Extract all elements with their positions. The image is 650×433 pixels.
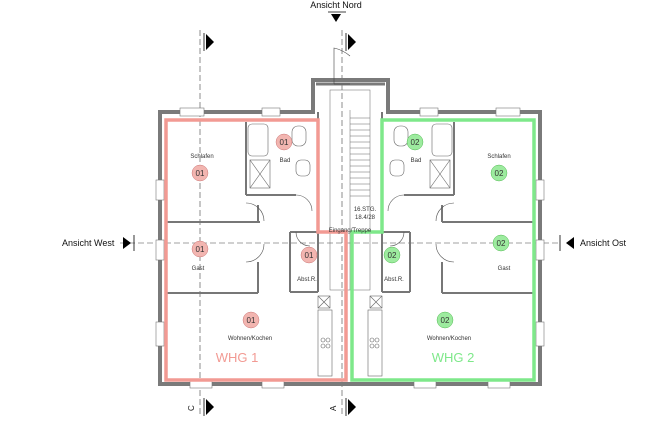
section-arrow-top-right bbox=[348, 34, 356, 50]
room-name-abstr-1: Abst.R. bbox=[297, 277, 317, 283]
room-name-schlafen-1: Schlafen bbox=[190, 154, 213, 160]
room-number-abstr-1: 01 bbox=[305, 251, 314, 260]
view-north-label: Ansicht Nord bbox=[310, 0, 362, 10]
room-badge-bad-2 bbox=[406, 133, 424, 151]
room-badge-gast-2 bbox=[492, 234, 510, 252]
section-arrow-bottom-left bbox=[206, 399, 214, 415]
room-name-bad-1: Bad bbox=[280, 158, 291, 164]
entrance-stair-label: Eingang/Treppe bbox=[329, 228, 372, 234]
room-badge-gast-1 bbox=[191, 240, 209, 258]
room-badge-bad-1 bbox=[275, 133, 293, 151]
windows bbox=[155, 107, 545, 389]
room-name-gast-2: Gast bbox=[498, 266, 511, 272]
room-name-abstr-2: Abst.R. bbox=[384, 277, 404, 283]
outer-wall bbox=[158, 78, 542, 386]
room-name-schlafen-2: Schlafen bbox=[487, 154, 510, 160]
room-name-wohnen-1: Wohnen/Kochen bbox=[228, 336, 272, 342]
room-number-wohnen-1: 01 bbox=[247, 316, 256, 325]
room-name-gast-1: Gast bbox=[192, 266, 205, 272]
room-badge-schlafen-1 bbox=[191, 164, 209, 182]
room-number-gast-1: 01 bbox=[196, 245, 205, 254]
view-east-marker bbox=[559, 235, 574, 251]
section-arrow-bottom-right bbox=[348, 399, 356, 415]
section-label-c: C bbox=[187, 405, 196, 411]
view-north-marker bbox=[328, 11, 346, 22]
room-number-abstr-2: 02 bbox=[388, 251, 397, 260]
stair-ratio-label: 18.4/28 bbox=[355, 215, 376, 221]
section-markers bbox=[203, 33, 356, 416]
room-badge-wohnen-1 bbox=[242, 311, 260, 329]
doors bbox=[245, 194, 455, 263]
view-west-label: Ansicht West bbox=[62, 238, 115, 248]
stair-steps-label: 16.STG. bbox=[354, 207, 377, 213]
room-badge-wohnen-2 bbox=[436, 311, 454, 329]
kitchen-units bbox=[317, 295, 383, 377]
unit-2-label: WHG 2 bbox=[432, 350, 475, 365]
room-number-bad-1: 01 bbox=[280, 138, 289, 147]
room-number-bad-2: 02 bbox=[411, 138, 420, 147]
bathroom-fixtures bbox=[247, 123, 453, 189]
room-number-schlafen-1: 01 bbox=[196, 169, 205, 178]
section-label-a: A bbox=[329, 405, 338, 411]
room-badge-abstr-1 bbox=[300, 246, 318, 264]
stair bbox=[329, 89, 371, 291]
entrance-door bbox=[333, 47, 351, 85]
room-name-bad-2: Bad bbox=[411, 158, 422, 164]
room-number-wohnen-2: 02 bbox=[441, 316, 450, 325]
unit-1-outline bbox=[164, 118, 348, 382]
room-badge-abstr-2 bbox=[383, 246, 401, 264]
room-name-wohnen-2: Wohnen/Kochen bbox=[427, 336, 471, 342]
room-number-gast-2: 02 bbox=[497, 239, 506, 248]
view-west-marker bbox=[123, 235, 135, 251]
unit-2-outline bbox=[350, 118, 536, 382]
building-walls bbox=[158, 78, 542, 386]
section-arrow-top-left bbox=[206, 34, 214, 50]
view-east-label: Ansicht Ost bbox=[580, 238, 627, 248]
room-number-schlafen-2: 02 bbox=[495, 169, 504, 178]
unit-1-label: WHG 1 bbox=[216, 350, 259, 365]
room-badge-schlafen-2 bbox=[490, 164, 508, 182]
